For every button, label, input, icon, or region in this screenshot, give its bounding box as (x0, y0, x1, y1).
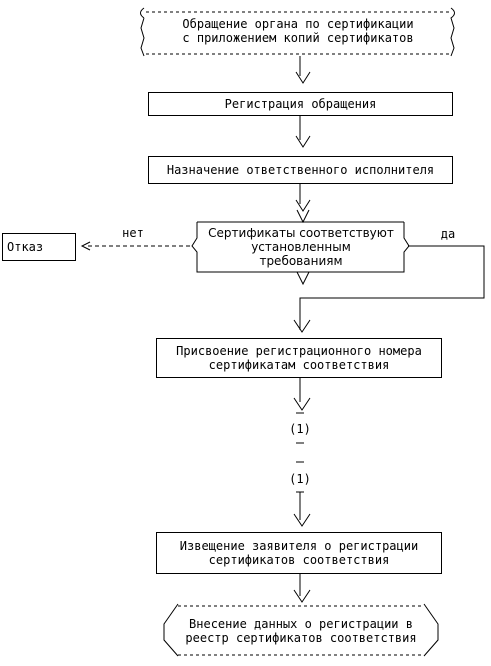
arrow-connector-to-notify (293, 513, 311, 527)
assign-node: Назначение ответственного исполнителя (148, 156, 453, 184)
end-terminal-shape (163, 603, 439, 657)
connector-a: (1) (289, 422, 311, 436)
connector-b: (1) (289, 472, 311, 486)
start-terminal-shape (140, 7, 455, 57)
end-node: Внесение данных о регистрации в реестр с… (185, 617, 417, 645)
decision-ticks (296, 209, 310, 286)
decision-shape (191, 221, 410, 273)
arrow-start-to-registration (295, 71, 311, 84)
yes-branch-line (299, 245, 485, 330)
assign-number-node: Присвоение регистрационного номера серти… (156, 338, 442, 378)
reject-node: Отказ (2, 233, 76, 261)
start-node: Обращение органа по сертификации с прило… (182, 17, 414, 45)
notify-node: Извещение заявителя о регистрации сертиф… (156, 532, 442, 574)
arrow-number-to-connector (293, 397, 311, 411)
no-label: нет (122, 226, 144, 240)
yes-label: да (440, 227, 456, 241)
arrow-assign-to-decision (295, 199, 311, 212)
registration-node: Регистрация обращения (148, 92, 453, 116)
decision-node: Сертификаты соответствуют установленным … (208, 226, 394, 268)
no-branch-arrow (80, 241, 91, 251)
yes-branch-arrow (293, 319, 311, 333)
arrow-registration-to-assign (295, 135, 311, 148)
arrow-notify-to-end (293, 589, 311, 603)
